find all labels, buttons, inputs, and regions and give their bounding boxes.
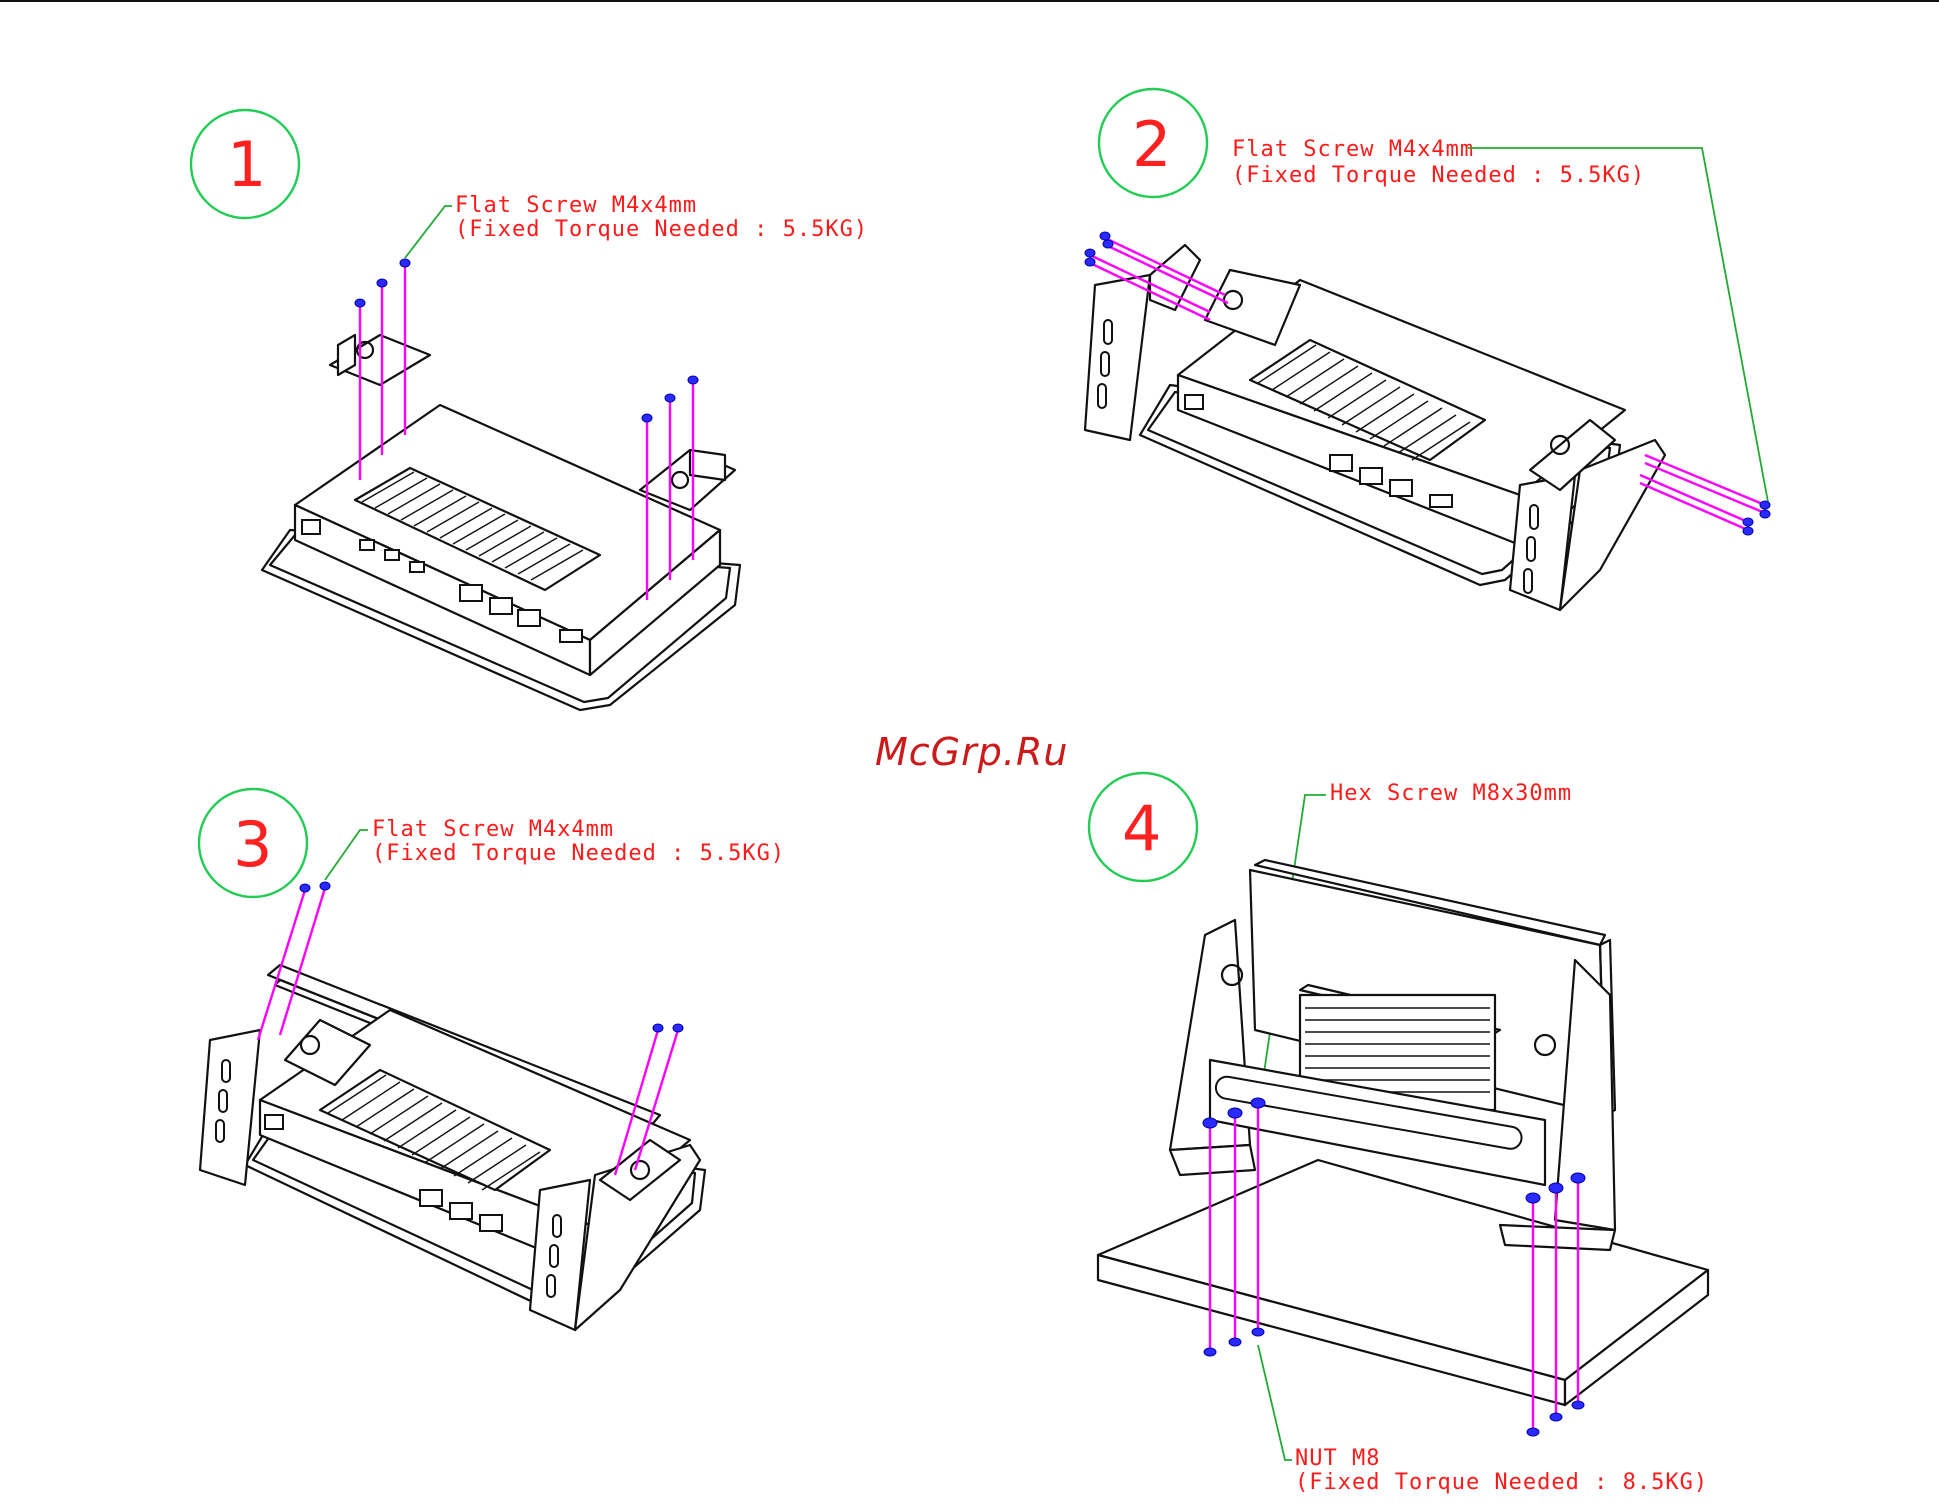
- step-1-number: 1: [227, 128, 266, 201]
- step-3-callout-line1: Flat Screw M4x4mm: [372, 817, 614, 842]
- step-4-callout-hex-screw: Hex Screw M8x30mm: [1330, 781, 1572, 806]
- step-1-leader: [405, 206, 452, 258]
- watermark: McGrp.Ru: [875, 730, 1068, 774]
- step-3-number: 3: [233, 808, 272, 881]
- step-1: 1 Flat Screw M4x4mm (Fixed Torque Needed…: [191, 110, 868, 710]
- step-4: 4 Hex Screw M8x30mm NUT M8 (Fixed Torque…: [1089, 773, 1708, 1495]
- step-4-panel-pc-on-stand: [1098, 860, 1708, 1436]
- step-3-callout-line2: (Fixed Torque Needed : 5.5KG): [372, 841, 785, 866]
- step-2-callout-line2: (Fixed Torque Needed : 5.5KG): [1232, 163, 1645, 188]
- step-2-number: 2: [1132, 108, 1171, 181]
- step-1-panel-pc: [262, 259, 740, 710]
- step-2-callout-line1: Flat Screw M4x4mm: [1232, 137, 1474, 162]
- step-4-callout-nut-line1: NUT M8: [1295, 1446, 1380, 1471]
- step-2-panel-pc-with-stand: [1085, 232, 1770, 610]
- step-4-leader-nut: [1258, 1345, 1292, 1460]
- step-3: 3 Flat Screw M4x4mm (Fixed Torque Needed…: [199, 789, 785, 1330]
- step-3-panel-pc-with-stand: [200, 882, 705, 1330]
- step-4-callout-nut-line2: (Fixed Torque Needed : 8.5KG): [1295, 1470, 1708, 1495]
- step-1-callout-line2: (Fixed Torque Needed : 5.5KG): [455, 217, 868, 242]
- step-2: 2 Flat Screw M4x4mm (Fixed Torque Needed…: [1085, 89, 1770, 610]
- step-1-callout-line1: Flat Screw M4x4mm: [455, 193, 697, 218]
- step-4-number: 4: [1122, 792, 1161, 865]
- step-3-leader: [325, 830, 368, 880]
